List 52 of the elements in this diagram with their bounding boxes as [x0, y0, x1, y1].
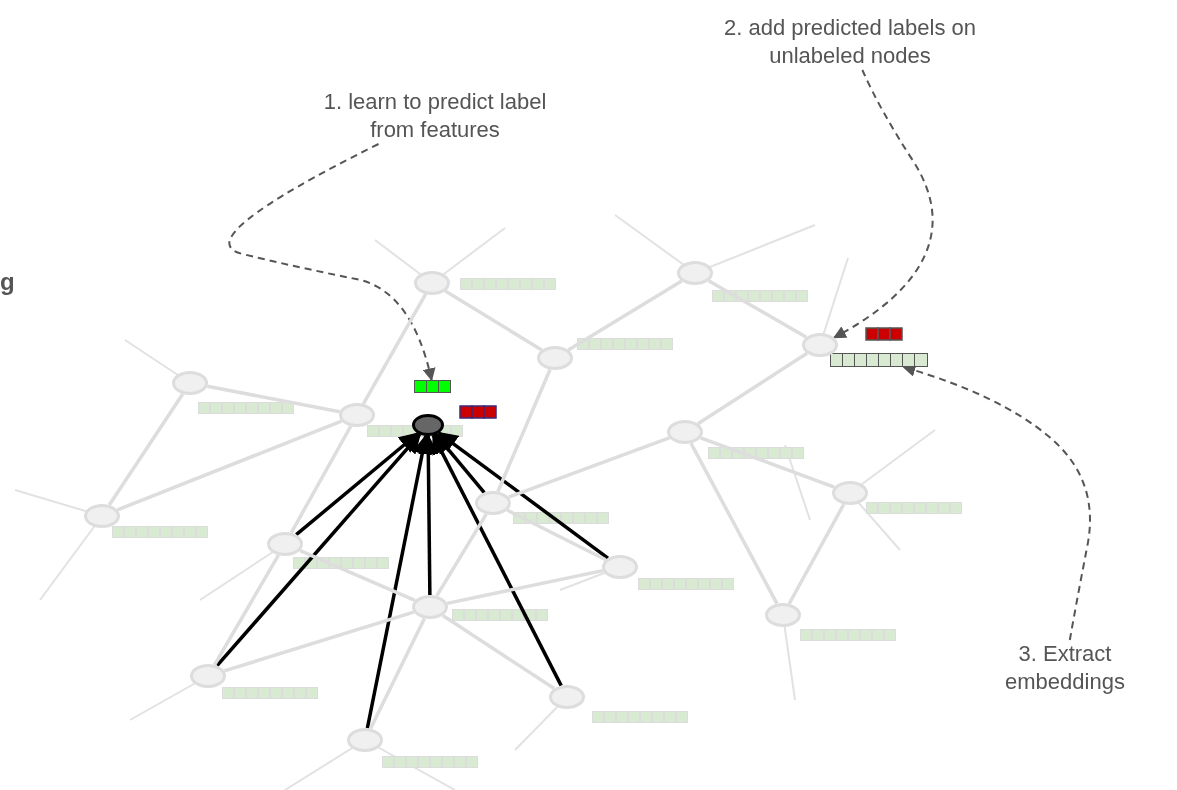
graph-link — [567, 279, 683, 352]
dashed-arrow — [902, 364, 1091, 641]
feature-vector — [831, 353, 928, 367]
graph-node-ellipse — [667, 420, 703, 444]
graph-node-ellipse — [347, 728, 383, 752]
graph-link — [116, 419, 343, 512]
graph-node-ellipse — [475, 491, 511, 515]
graph-link — [289, 425, 353, 534]
graph-node-ellipse — [832, 481, 868, 505]
arrow — [437, 431, 609, 560]
annotation-text: 2. add predicted labels on unlabeled nodes — [690, 14, 1010, 70]
graph-node-ellipse — [677, 261, 713, 285]
graph-link — [700, 436, 835, 489]
target-node-ellipse — [412, 414, 444, 436]
graph-node-ellipse — [84, 504, 120, 528]
graph-link — [787, 503, 846, 605]
graph-link — [441, 613, 556, 691]
dashed-arrow — [832, 69, 934, 339]
graph-node-ellipse — [802, 333, 838, 357]
graph-node-ellipse — [765, 603, 801, 627]
graph-link — [299, 548, 416, 603]
graph-node-ellipse — [537, 346, 573, 370]
graph-node-ellipse — [549, 685, 585, 709]
arrow — [434, 433, 486, 494]
graph-link — [496, 368, 552, 493]
annotation-text: 1. learn to predict label from features — [300, 88, 570, 144]
graph-node-ellipse — [172, 371, 208, 395]
graph-link — [444, 289, 543, 352]
graph-link — [223, 610, 415, 673]
graph-link — [508, 436, 670, 499]
graph-link — [361, 293, 428, 405]
arrow — [418, 434, 439, 595]
annotation-text: 3. Extract embeddings — [975, 640, 1155, 696]
dashed-arrow — [228, 143, 436, 382]
graph-link — [369, 617, 426, 730]
graph-link — [707, 279, 808, 339]
graph-link — [213, 554, 280, 666]
graph-node-ellipse — [412, 595, 448, 619]
graph-node-ellipse — [339, 403, 375, 427]
graph-link — [107, 393, 185, 506]
feature-vector — [415, 380, 451, 393]
graph-node-ellipse — [267, 532, 303, 556]
graph-link — [435, 513, 488, 597]
graph-link — [206, 384, 341, 414]
graph-node-ellipse — [190, 664, 226, 688]
graph-link — [506, 508, 607, 562]
graph-link — [697, 351, 808, 426]
graph-node-ellipse — [602, 555, 638, 579]
graph-link — [689, 442, 779, 605]
graph-node-ellipse — [414, 271, 450, 295]
label-text: g — [0, 268, 15, 296]
graph-link — [446, 568, 604, 606]
